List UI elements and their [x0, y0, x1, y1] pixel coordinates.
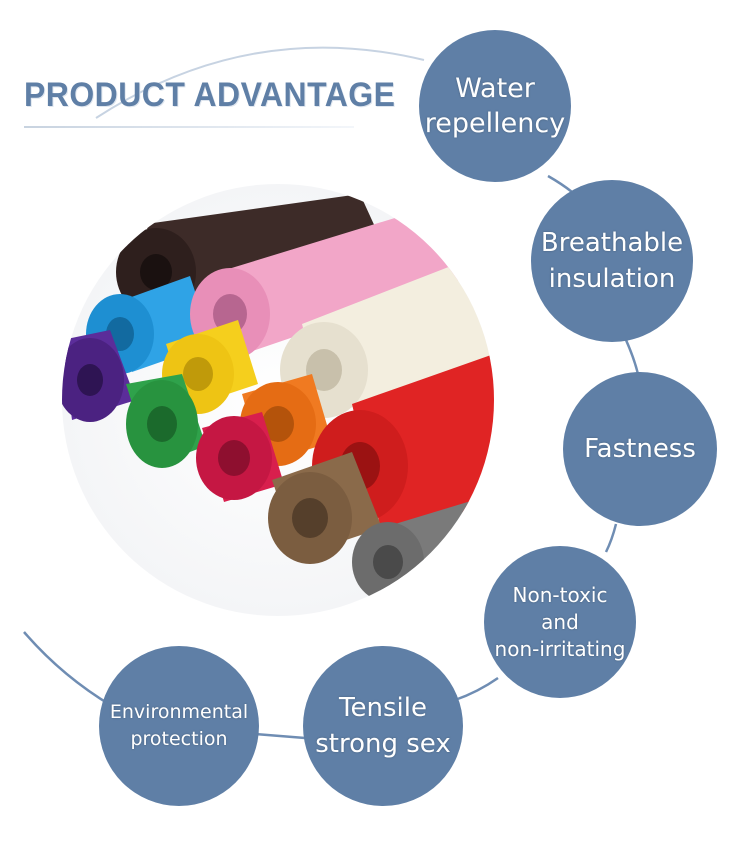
advantage-label-line: Environmental: [109, 701, 249, 723]
advantage-label-line: Water: [455, 73, 535, 104]
advantage-label-line: and: [541, 609, 579, 634]
product-photo: [62, 184, 494, 616]
advantage-label-line: Non-toxic: [512, 582, 608, 607]
advantage-label-line: protection: [130, 728, 228, 750]
advantage-water-repellency: Water repellency: [419, 30, 571, 182]
advantage-fastness: Fastness: [563, 372, 717, 526]
advantage-label-line: insulation: [548, 264, 676, 294]
advantage-label-line: Breathable: [540, 228, 684, 258]
advantage-non-toxic: Non-toxic and non-irritating: [484, 546, 636, 698]
title-underline: [24, 126, 354, 128]
page-title: PRODUCT ADVANTAGE: [24, 76, 396, 114]
advantage-breathable-insulation: Breathable insulation: [531, 180, 693, 342]
advantage-label-line: Tensile: [339, 693, 427, 723]
advantage-tensile-strength: Tensile strong sex: [303, 646, 463, 806]
advantage-label-line: non-irritating: [494, 636, 626, 661]
advantage-label-line: strong sex: [315, 729, 451, 759]
advantage-environmental-protection: Environmental protection: [99, 646, 259, 806]
advantage-label-line: Fastness: [584, 434, 696, 464]
advantage-label-line: repellency: [424, 108, 566, 139]
